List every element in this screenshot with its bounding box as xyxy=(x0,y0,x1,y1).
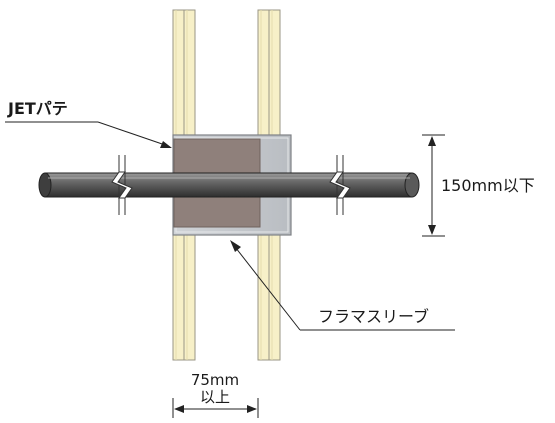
break-mark-left xyxy=(111,155,133,215)
pipe xyxy=(38,172,420,198)
width-dimension-label-line1: 75mm xyxy=(191,371,239,389)
height-dimension-label: 150mm以下 xyxy=(441,176,535,195)
width-dimension xyxy=(172,398,259,418)
putty-leader xyxy=(5,121,172,148)
height-dimension xyxy=(422,134,445,237)
putty-label: JETパテ xyxy=(7,99,68,118)
break-mark-right xyxy=(329,155,351,215)
sleeve-leader xyxy=(230,240,455,331)
sleeve-label: フラマスリーブ xyxy=(318,307,429,326)
width-dimension-label-line2: 以上 xyxy=(200,388,230,406)
